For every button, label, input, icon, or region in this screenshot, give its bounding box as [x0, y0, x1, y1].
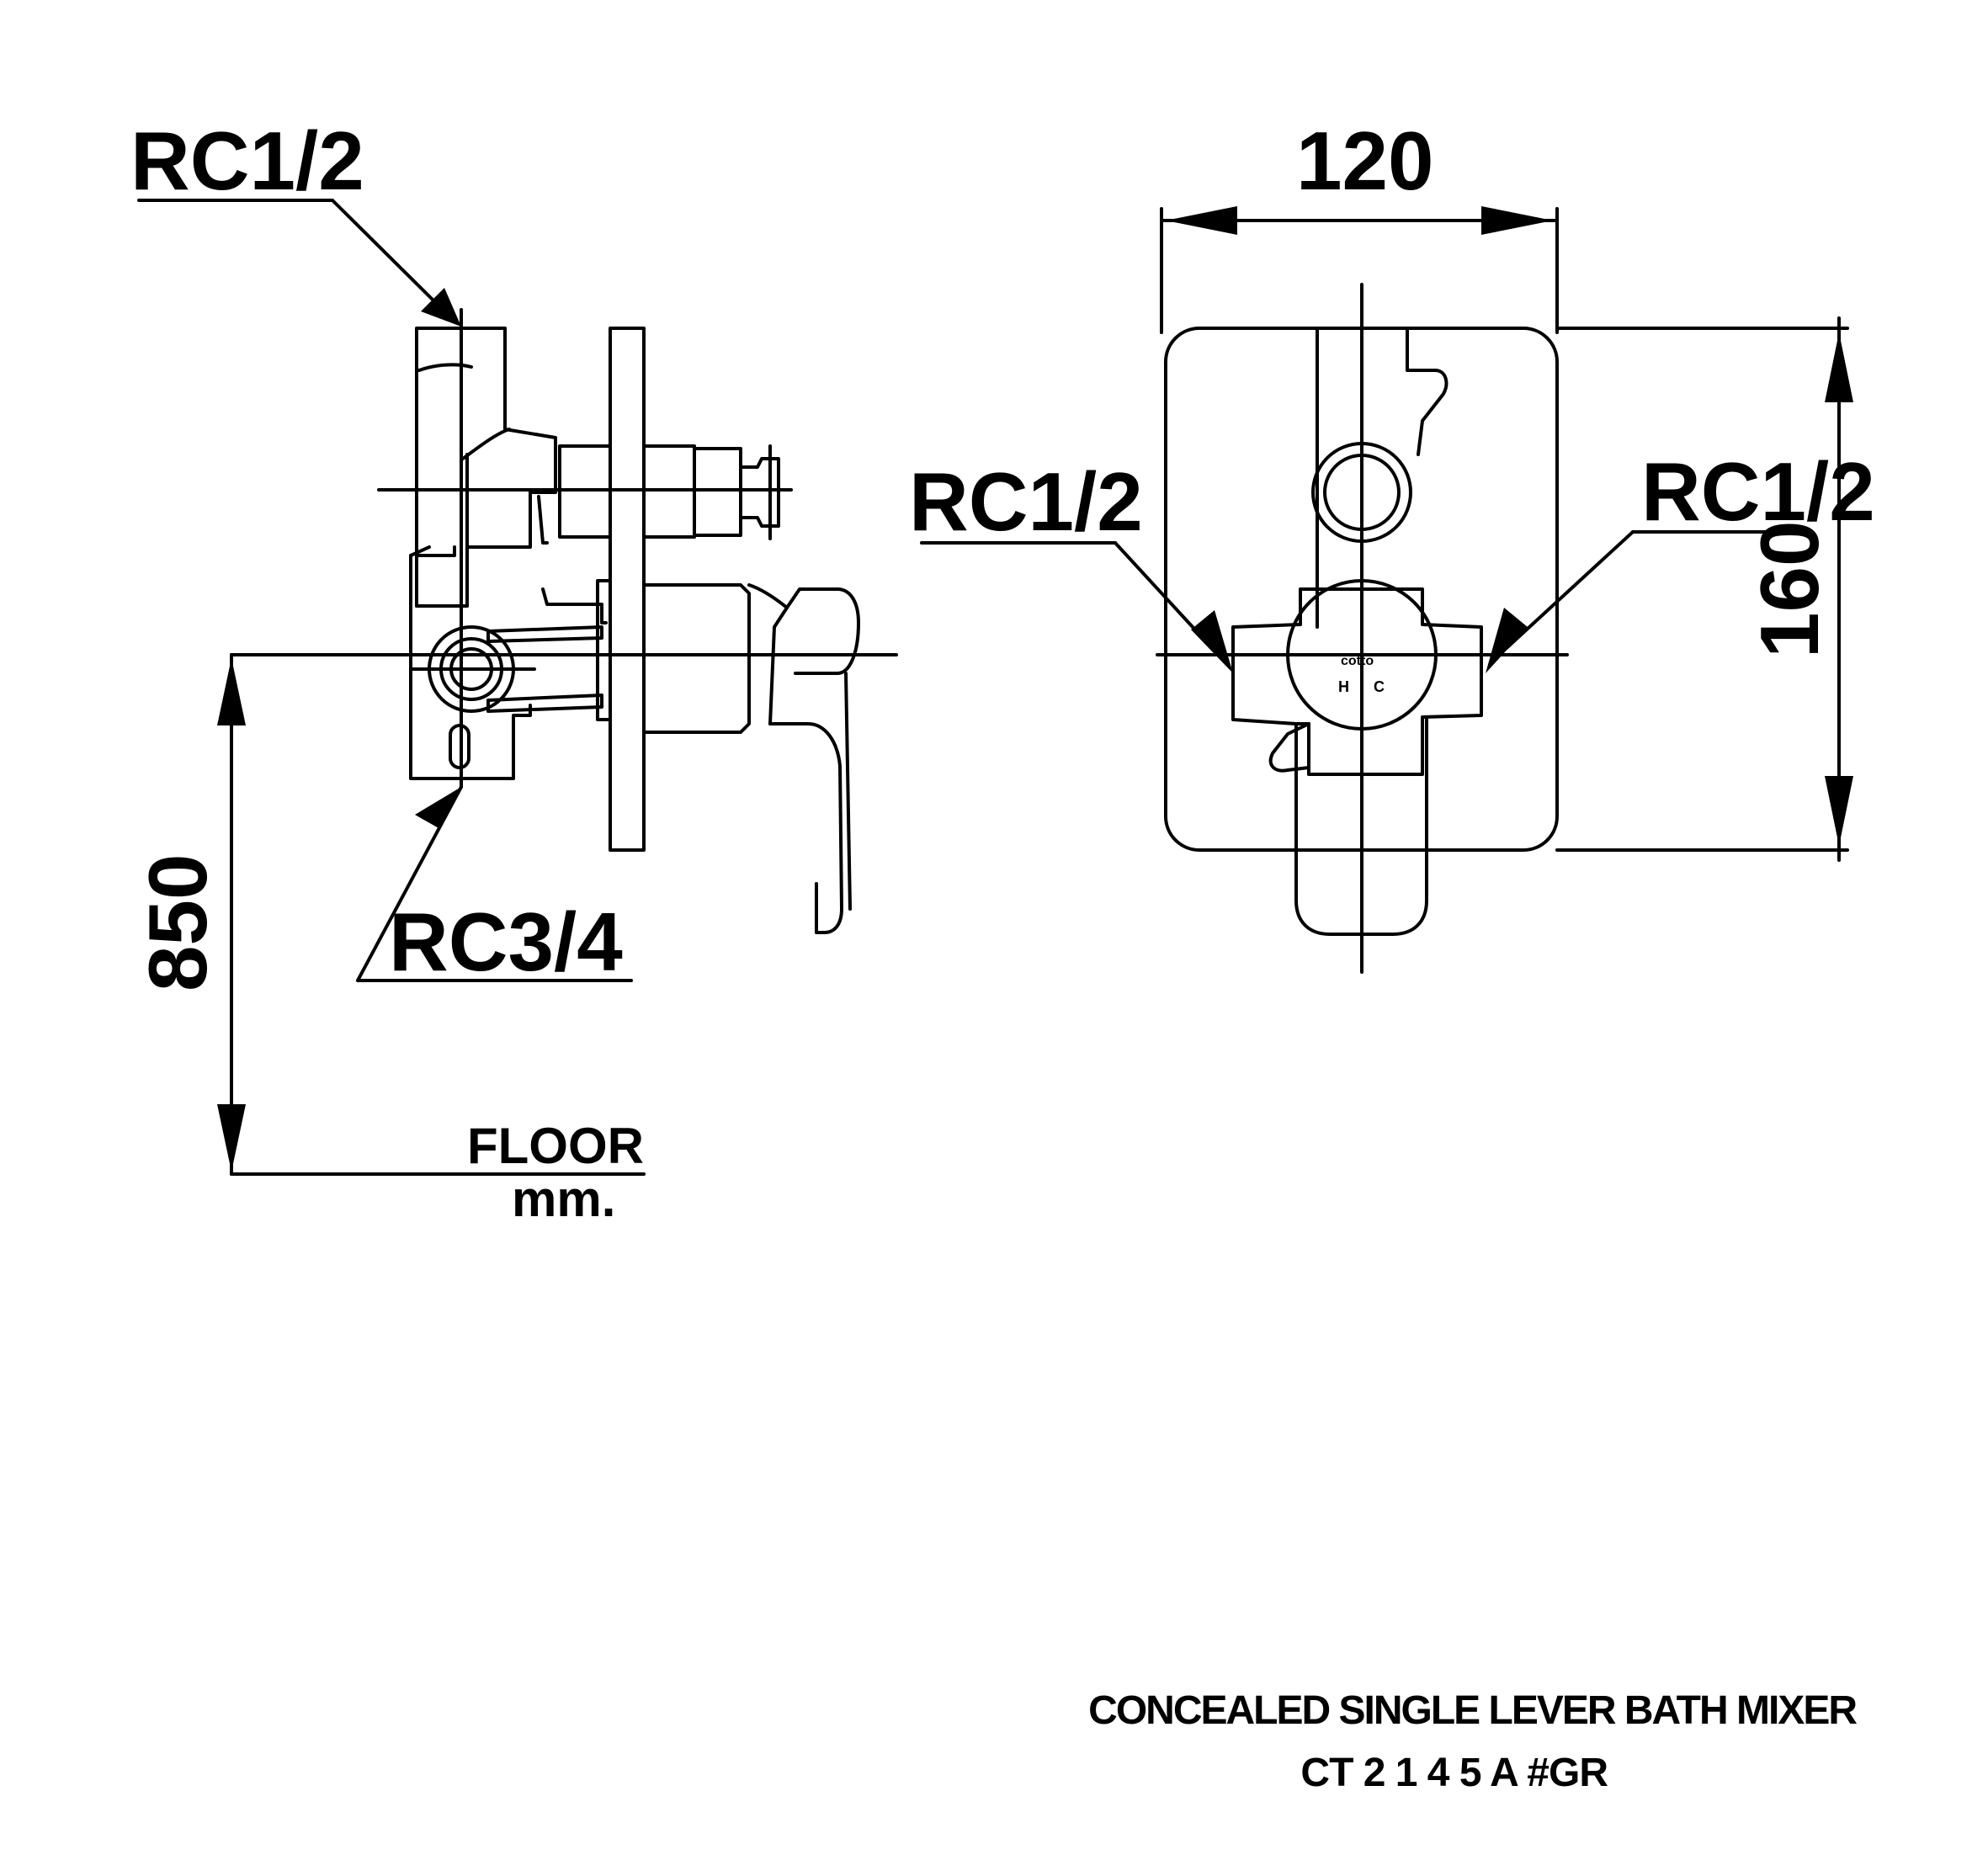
front-width-dim-label: 120 — [1296, 114, 1434, 207]
side-linkage-bar-upper — [486, 625, 603, 643]
side-body-lower-top — [409, 545, 431, 557]
side-bottom-slot — [449, 724, 470, 769]
front-diverter-inner-circle — [1323, 454, 1401, 531]
side-lever-edge — [844, 672, 852, 911]
front-height-dim-arrow-bottom — [1825, 776, 1853, 846]
front-hook-detail — [1268, 722, 1310, 773]
front-right-port-label: RC1/2 — [1641, 445, 1875, 538]
side-top-inlet-label: RC1/2 — [130, 114, 364, 207]
unit-label: mm. — [512, 1171, 615, 1227]
front-diverter-slot-right — [1406, 327, 1448, 456]
front-lever-handle — [1294, 715, 1428, 936]
side-height-dim-label: 850 — [131, 853, 224, 991]
side-body-bracket — [537, 495, 549, 545]
side-linkage-bar-lower — [486, 694, 603, 713]
side-escutcheon-body — [642, 583, 751, 734]
side-view: RC1/2 — [130, 114, 898, 1227]
front-view: 120 160 cotto H C RC1/2 — [909, 114, 1875, 974]
side-valve-body-step — [415, 545, 456, 608]
side-body-detail-curve-1 — [417, 363, 473, 372]
side-height-dim-arrow-top — [217, 658, 246, 725]
side-lever-handle — [768, 722, 843, 934]
side-bottom-leader-arrowhead — [415, 787, 461, 829]
side-wall-plate — [609, 327, 646, 852]
front-cartridge-circle — [1286, 579, 1438, 731]
front-height-dim-label: 160 — [1743, 520, 1836, 658]
front-height-dim-arrow-top — [1825, 332, 1853, 402]
side-top-leader-line — [331, 199, 439, 306]
front-width-dim-arrow-right — [1481, 206, 1553, 235]
front-left-port-label: RC1/2 — [909, 455, 1143, 548]
side-cartridge-collar — [596, 579, 612, 721]
floor-label: FLOOR — [467, 1118, 644, 1174]
side-lever-head — [785, 587, 860, 675]
front-left-leader-arrowhead — [1191, 610, 1233, 673]
model-number: CT 2 1 4 5 A #GR — [1300, 1751, 1608, 1795]
drawing-title: CONCEALED SINGLE LEVER BATH MIXER — [1088, 1688, 1857, 1733]
front-right-leader-arrowhead — [1486, 608, 1528, 673]
side-body-detail-curve-2 — [461, 428, 511, 460]
side-diverter-knob — [739, 457, 780, 528]
side-height-dim-arrow-bottom — [217, 1104, 246, 1172]
side-body-linkage — [541, 587, 608, 624]
front-valve-cross-body — [1231, 587, 1483, 776]
front-right-leader-line — [1505, 530, 1635, 650]
title-block: CONCEALED SINGLE LEVER BATH MIXER CT 2 1… — [1088, 1688, 1858, 1795]
side-valve-body-upper — [415, 327, 557, 608]
front-width-dim-arrow-left — [1166, 206, 1237, 235]
side-diverter-knob-base — [693, 447, 742, 537]
front-hot-mark: H — [1338, 678, 1349, 695]
front-brand-mark: cotto — [1341, 654, 1374, 668]
side-top-leader-arrowhead — [421, 288, 461, 327]
side-bottom-inlet-label: RC3/4 — [389, 895, 623, 988]
front-diverter-outer-circle — [1311, 442, 1412, 543]
front-cold-mark: C — [1374, 678, 1385, 695]
side-valve-body-lower — [409, 554, 532, 780]
